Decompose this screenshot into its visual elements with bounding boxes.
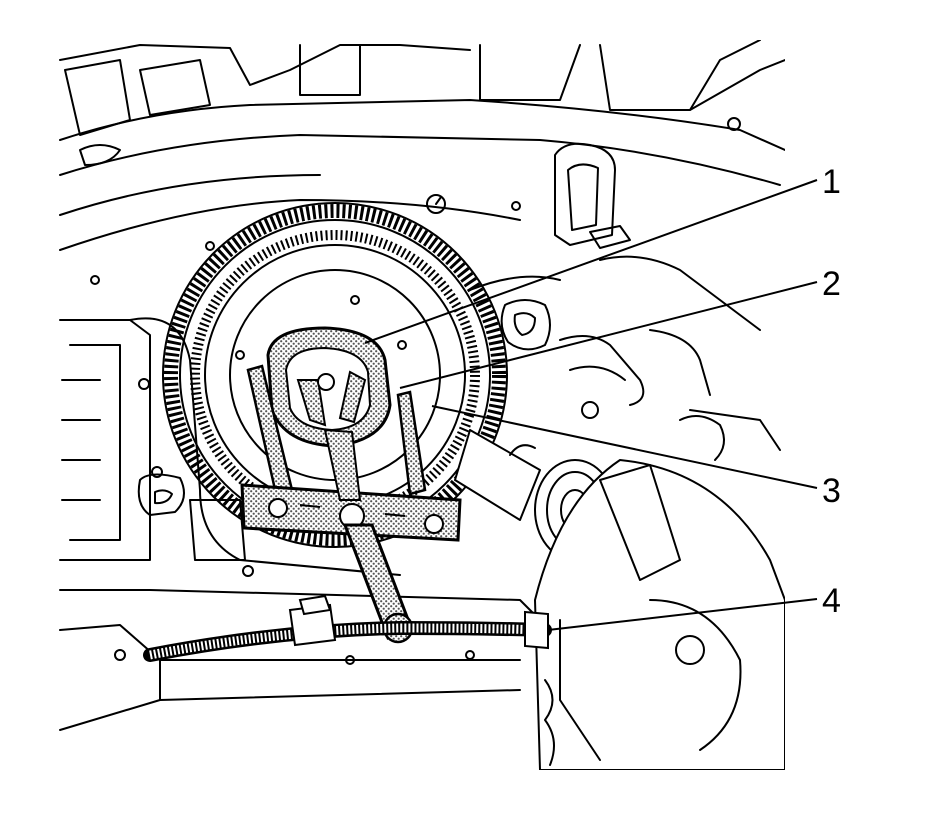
transmission-housing [534,459,785,770]
left-housing [59,317,401,577]
leader-line-4 [547,598,818,631]
leader-line-1 [364,179,818,344]
callout-1: 1 [822,163,841,201]
engine-block-outline [59,40,785,285]
flywheel-holder-tool [240,326,462,644]
leader-line-3 [431,405,818,489]
leader-line-2 [399,281,818,389]
callout-labels: 1 2 3 4 [822,163,841,620]
right-side-components [469,255,781,461]
callout-4: 4 [822,582,841,620]
braided-cable [143,594,552,662]
lifting-bracket [554,142,631,249]
lower-crossmember [59,589,541,731]
callout-leaders [364,179,818,631]
callout-3: 3 [822,472,841,510]
callout-2: 2 [822,265,841,303]
